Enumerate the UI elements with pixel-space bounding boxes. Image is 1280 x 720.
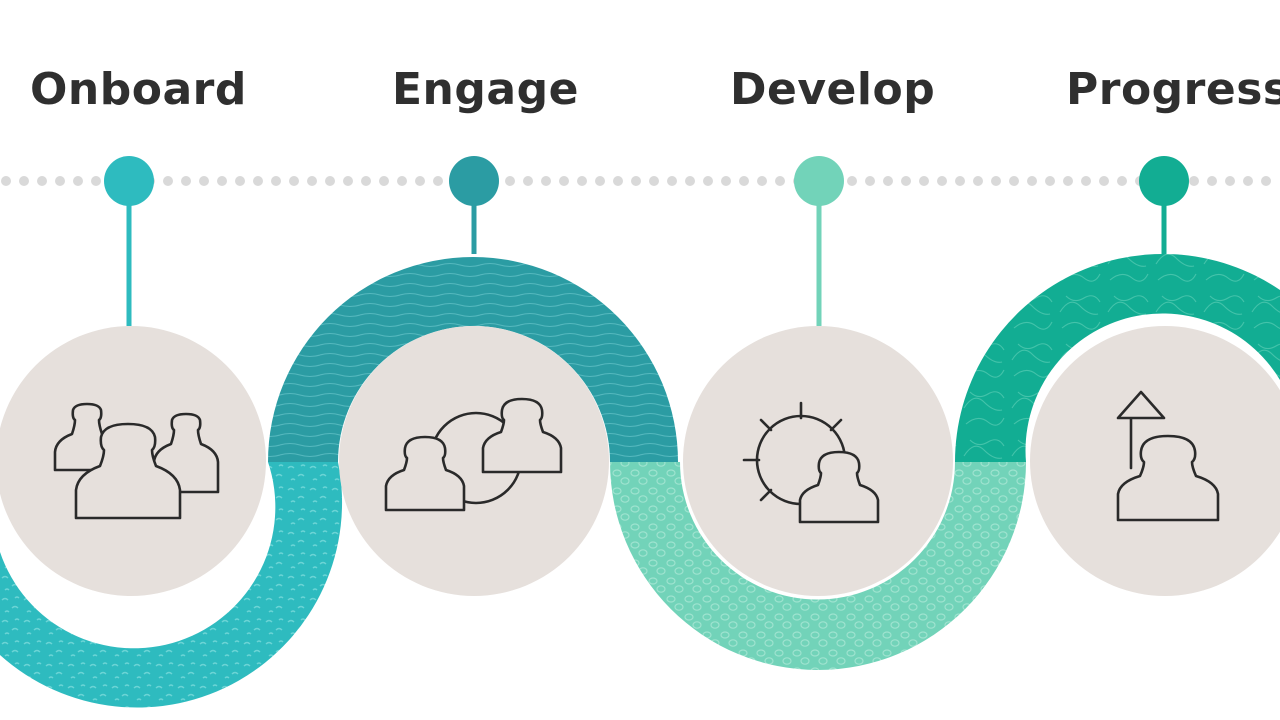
timeline-dot [1189, 176, 1199, 186]
timeline-dot [361, 176, 371, 186]
timeline-dot [847, 176, 857, 186]
ribbon-progress [955, 253, 1280, 462]
timeline-dot [1063, 176, 1073, 186]
timeline-dot [379, 176, 389, 186]
timeline-dot [271, 176, 281, 186]
timeline-dot [163, 176, 173, 186]
timeline-dot [217, 176, 227, 186]
stage-label-progress: Progress [1066, 64, 1280, 115]
ribbon-develop [610, 462, 1026, 670]
timeline-dot [199, 176, 209, 186]
gear-person-icon [742, 401, 880, 524]
timeline-dot [739, 176, 749, 186]
timeline-dot [433, 176, 443, 186]
stage-label-onboard: Onboard [30, 64, 247, 115]
timeline-dot [631, 176, 641, 186]
timeline-dot [37, 176, 47, 186]
timeline-dot [649, 176, 659, 186]
timeline-dot [235, 176, 245, 186]
node-develop [794, 156, 844, 206]
flow-ribbons [0, 253, 1280, 708]
timeline-dot [541, 176, 551, 186]
timeline-dot [505, 176, 515, 186]
timeline-dot [667, 176, 677, 186]
timeline-dot [1225, 176, 1235, 186]
ribbon-engage [268, 257, 678, 462]
timeline-dot [955, 176, 965, 186]
timeline-dot [901, 176, 911, 186]
stage-circle-engage [339, 326, 609, 596]
timeline-dot [325, 176, 335, 186]
timeline-dot [253, 176, 263, 186]
timeline-dot [1099, 176, 1109, 186]
stage-label-develop: Develop [730, 64, 936, 115]
timeline-dot [19, 176, 29, 186]
timeline-dot [991, 176, 1001, 186]
stage-connectors [104, 156, 1189, 326]
timeline-dot [55, 176, 65, 186]
timeline-dot [1009, 176, 1019, 186]
connected-people-icon [384, 397, 563, 512]
timeline-dot [73, 176, 83, 186]
timeline-dot [613, 176, 623, 186]
timeline-dot [919, 176, 929, 186]
timeline-dot [775, 176, 785, 186]
node-engage [449, 156, 499, 206]
timeline-dot [343, 176, 353, 186]
group-of-people-icon [53, 402, 220, 520]
timeline-dot [937, 176, 947, 186]
timeline-dot [883, 176, 893, 186]
timeline-dot [1027, 176, 1037, 186]
timeline-dot [577, 176, 587, 186]
timeline-dot [1243, 176, 1253, 186]
node-onboard [104, 156, 154, 206]
timeline-dot [1207, 176, 1217, 186]
timeline-dot [865, 176, 875, 186]
timeline-dot [721, 176, 731, 186]
timeline-dot [1081, 176, 1091, 186]
timeline-dot [1261, 176, 1271, 186]
timeline-dot [757, 176, 767, 186]
timeline-dot [415, 176, 425, 186]
stage-circle-develop [683, 326, 953, 596]
person-arrow-up-icon [1116, 390, 1220, 522]
timeline-dot [289, 176, 299, 186]
timeline-dot [397, 176, 407, 186]
timeline-dot [1, 176, 11, 186]
timeline-dot [559, 176, 569, 186]
timeline-dot [1045, 176, 1055, 186]
timeline-dot [91, 176, 101, 186]
timeline-dot [307, 176, 317, 186]
stage-label-engage: Engage [392, 64, 579, 115]
timeline-dotted-line [1, 176, 1271, 186]
timeline-dot [1117, 176, 1127, 186]
timeline-dot [181, 176, 191, 186]
timeline-dot [685, 176, 695, 186]
timeline-dot [973, 176, 983, 186]
timeline-dot [523, 176, 533, 186]
ribbon-onboard [0, 462, 343, 708]
timeline-dot [703, 176, 713, 186]
node-progress [1139, 156, 1189, 206]
timeline-dot [595, 176, 605, 186]
